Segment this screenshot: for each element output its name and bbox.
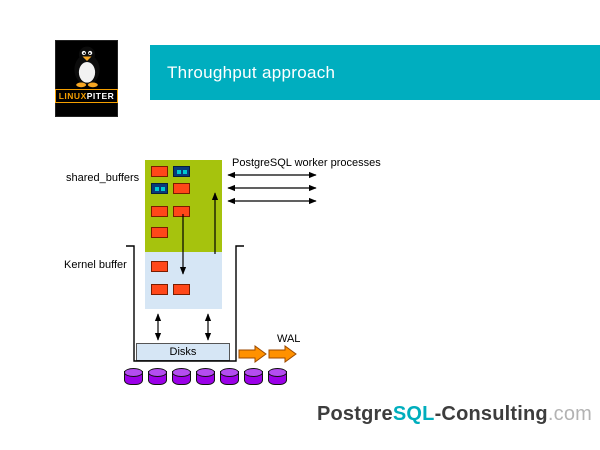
buffer-block <box>151 284 168 295</box>
dirty-buffer-block <box>173 166 190 177</box>
buffer-mark <box>182 169 187 174</box>
worker-processes-label: PostgreSQL worker processes <box>232 157 381 169</box>
linuxpiter-logo: LINUXPITER <box>54 40 119 117</box>
dirty-buffer-block <box>151 183 168 194</box>
buffer-mark <box>160 186 165 191</box>
title-bar: Throughput approach <box>150 45 600 100</box>
disk-cylinder-icon <box>244 368 263 385</box>
buffer-block <box>173 206 190 217</box>
buffer-block-row <box>151 284 222 295</box>
disk-cylinder-icon <box>124 368 143 385</box>
logo-word-linux: LINUX <box>58 91 87 101</box>
wal-arrows <box>238 345 297 363</box>
buffer-block <box>173 284 190 295</box>
buffer-block-row <box>151 206 222 217</box>
disk-cylinder-icon <box>148 368 167 385</box>
wal-label: WAL <box>277 333 301 345</box>
buffer-block-row <box>151 166 222 177</box>
wal-arrow-icon <box>238 345 267 363</box>
brand-sql: SQL <box>392 403 435 425</box>
buffer-block <box>151 166 168 177</box>
disk-cylinder-icon <box>196 368 215 385</box>
kernel-buffer-box <box>145 252 222 309</box>
brand-com: .com <box>547 403 592 425</box>
wal-arrow-icon <box>268 345 297 363</box>
worker-io-arrows <box>227 171 317 205</box>
footer-brand: PostgreSQL-Consulting.com <box>317 403 592 426</box>
buffer-block <box>173 183 190 194</box>
slide-title: Throughput approach <box>167 63 336 82</box>
buffer-block <box>151 261 168 272</box>
buffer-mark <box>176 169 181 174</box>
brand-postgre: Postgre <box>316 403 393 425</box>
buffer-block <box>151 227 168 238</box>
disk-cylinder-icon <box>220 368 239 385</box>
buffer-block-row <box>151 261 222 272</box>
buffer-block-row <box>151 227 222 238</box>
disks-box: Disks <box>136 343 230 361</box>
kernel-buffer-label: Kernel buffer <box>64 259 127 271</box>
tux-penguin-icon <box>73 46 100 88</box>
disks-label: Disks <box>169 346 197 358</box>
disk-cylinder-icon <box>172 368 191 385</box>
linuxpiter-wordmark: LINUXPITER <box>54 89 119 104</box>
disk-cylinder-icon <box>268 368 287 385</box>
brand-consulting: -Consulting <box>434 403 548 425</box>
logo-word-piter: PITER <box>86 91 115 101</box>
disk-io-arrows <box>154 313 212 341</box>
disk-row <box>124 367 287 385</box>
buffer-block-row <box>151 183 222 194</box>
buffer-block <box>151 206 168 217</box>
shared-buffers-box <box>145 160 222 252</box>
buffer-mark <box>154 186 159 191</box>
shared-buffers-label: shared_buffers <box>66 172 140 184</box>
